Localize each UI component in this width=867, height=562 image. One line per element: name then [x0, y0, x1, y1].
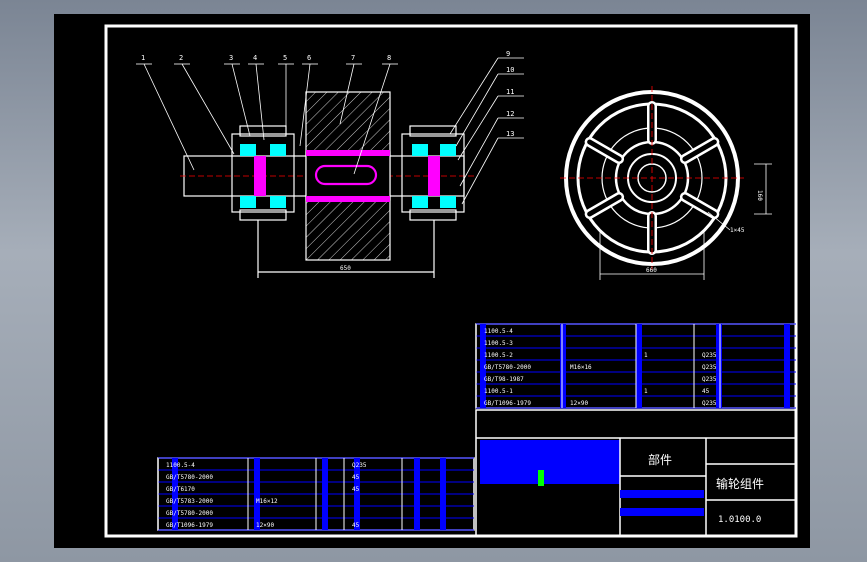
callouts-right: 9 10 11 12 13: [449, 50, 524, 205]
table-cell: GB/T5780-2000: [484, 364, 531, 371]
dimension-shaft-length: 650: [340, 265, 351, 272]
table-cell: Q235: [702, 364, 717, 371]
callout-label-5: 5: [283, 54, 287, 62]
table-cell: 1100.5-4: [166, 462, 195, 469]
table-cell: Q235: [702, 376, 717, 383]
table-cell: Q235: [702, 352, 717, 359]
callouts-top: 1 2 3 4 5 6 7 8: [136, 54, 398, 175]
dimension-small: 1×45: [730, 227, 745, 234]
table-cell: GB/T6170: [166, 486, 195, 493]
table-cell: 1100.5-4: [484, 328, 513, 335]
callout-label-9: 9: [506, 50, 510, 58]
right-bearing-housing: [401, 133, 465, 213]
table-cell: GB/T1096-1979: [166, 522, 213, 529]
table-cell: 1100.5-3: [484, 340, 513, 347]
table-cell: 12×90: [256, 522, 274, 529]
callout-label-11: 11: [506, 88, 514, 96]
table-cell: GB/T5780-2000: [166, 510, 213, 517]
table-cell: Q235: [352, 462, 367, 469]
table-cell: GB/T98-1987: [484, 376, 524, 383]
table-cell: GB/T5783-2000: [166, 498, 213, 505]
table-cell: 1100.5-2: [484, 352, 513, 359]
callout-label-2: 2: [179, 54, 183, 62]
table-cell: 1: [644, 352, 648, 359]
title-drawing-no: 1.0100.0: [718, 515, 761, 525]
table-cell: GB/T5780-2000: [166, 474, 213, 481]
table-cell: 12×90: [570, 400, 588, 407]
section-view: 650: [180, 91, 474, 278]
drawing-border: [104, 24, 798, 538]
key: [314, 164, 378, 186]
callout-label-6: 6: [307, 54, 311, 62]
table-cell: 1100.5-1: [484, 388, 513, 395]
title-block: 部件 输轮组件 1.0100.0: [475, 409, 797, 537]
title-part-name: 输轮组件: [716, 476, 764, 491]
table-cell: M16×12: [256, 498, 278, 505]
title-part-type: 部件: [648, 452, 672, 467]
callout-label-12: 12: [506, 110, 514, 118]
callout-label-13: 13: [506, 130, 514, 138]
callout-label-1: 1: [141, 54, 145, 62]
callout-label-3: 3: [229, 54, 233, 62]
table-cell: M16×16: [570, 364, 592, 371]
table-cell: GB/T1096-1979: [484, 400, 531, 407]
callout-label-7: 7: [351, 54, 355, 62]
table-cell: 45: [352, 474, 360, 481]
table-cell: 1: [644, 388, 648, 395]
callout-label-8: 8: [387, 54, 391, 62]
table-cell: 45: [702, 388, 710, 395]
table-cell: Q235: [702, 400, 717, 407]
table-cell: 45: [352, 522, 360, 529]
end-view: 660 160 1×45: [560, 86, 772, 280]
callout-label-4: 4: [253, 54, 257, 62]
dimension-wheel-width: 660: [646, 267, 657, 274]
callout-label-10: 10: [506, 66, 514, 74]
dimension-height: 160: [756, 190, 763, 201]
table-cell: 45: [352, 486, 360, 493]
